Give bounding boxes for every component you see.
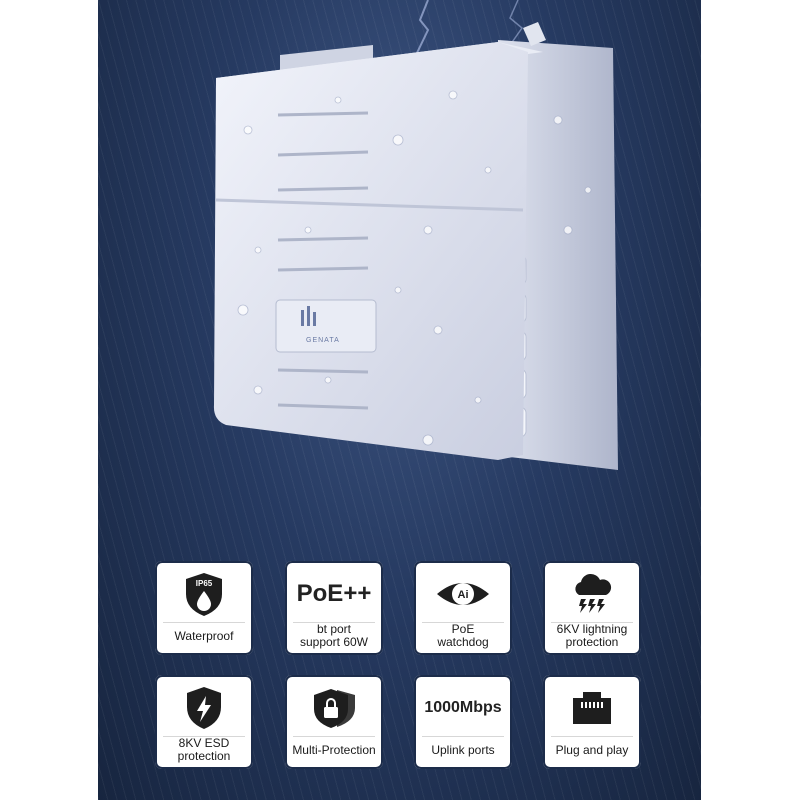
- card-icon-area: [547, 565, 637, 623]
- card-label-line1: Multi-Protection: [292, 742, 376, 757]
- card-icon-area: [289, 679, 379, 737]
- multi-shield-lock-icon: [314, 689, 355, 728]
- outdoor-switch-enclosure: GENATA: [213, 22, 618, 470]
- card-divider: [551, 736, 633, 737]
- card-icon-area: IP65: [159, 565, 249, 623]
- card-label-line1: bt port: [316, 622, 352, 636]
- card-label-line1: Waterproof: [174, 628, 234, 643]
- feature-card-lightning: 6KV lightning protection: [543, 561, 641, 655]
- feature-card-watchdog: Ai PoE watchdog: [414, 561, 512, 655]
- card-divider: [293, 622, 375, 623]
- feature-card-esd: 8KV ESD protection: [155, 675, 253, 769]
- card-label-line1: Uplink ports: [431, 742, 495, 757]
- card-divider: [422, 622, 504, 623]
- lightning-shield-icon: [187, 687, 221, 729]
- feature-card-waterproof: IP65 Waterproof: [155, 561, 253, 655]
- ai-eye-icon: Ai: [437, 583, 489, 605]
- ai-badge: Ai: [458, 589, 469, 601]
- card-label-line2: support 60W: [299, 635, 369, 649]
- card-label-line1: Plug and play: [555, 742, 629, 757]
- card-divider: [551, 622, 633, 623]
- card-icon-area: [159, 679, 249, 737]
- feature-card-poe: PoE++ bt port support 60W: [285, 561, 383, 655]
- speed-badge: 1000Mbps: [424, 699, 502, 716]
- ip65-badge: IP65: [196, 579, 213, 588]
- card-label-line1: PoE: [451, 622, 475, 636]
- card-label: Waterproof: [155, 621, 253, 651]
- card-icon-area: Ai: [418, 565, 508, 623]
- feature-card-plugplay: Plug and play: [543, 675, 641, 769]
- card-icon-area: 1000Mbps: [418, 679, 508, 737]
- ethernet-port-icon: [573, 692, 611, 724]
- card-label-line2: protection: [565, 635, 619, 649]
- feature-card-multiprotection: Multi-Protection: [285, 675, 383, 769]
- card-label: Uplink ports: [414, 735, 512, 765]
- poe-badge: PoE++: [296, 580, 372, 607]
- ip65-shield-drop-icon: IP65: [186, 573, 222, 616]
- card-divider: [293, 736, 375, 737]
- card-label: PoE watchdog: [414, 621, 512, 651]
- card-label-line1: 6KV lightning: [556, 622, 628, 636]
- card-divider: [163, 736, 245, 737]
- card-label: Plug and play: [543, 735, 641, 765]
- card-label: 6KV lightning protection: [543, 621, 641, 651]
- card-label: 8KV ESD protection: [155, 735, 253, 765]
- card-icon-area: [547, 679, 637, 737]
- card-label-line2: watchdog: [437, 635, 489, 649]
- card-divider: [163, 622, 245, 623]
- brand-label: GENATA: [306, 337, 340, 344]
- card-icon-area: PoE++: [289, 565, 379, 623]
- card-label: bt port support 60W: [285, 621, 383, 651]
- feature-card-uplink: 1000Mbps Uplink ports: [414, 675, 512, 769]
- card-label: Multi-Protection: [285, 735, 383, 765]
- card-label-line1: 8KV ESD: [178, 736, 230, 750]
- cloud-lightning-icon: [575, 573, 612, 613]
- card-divider: [422, 736, 504, 737]
- card-label-line2: protection: [177, 749, 231, 763]
